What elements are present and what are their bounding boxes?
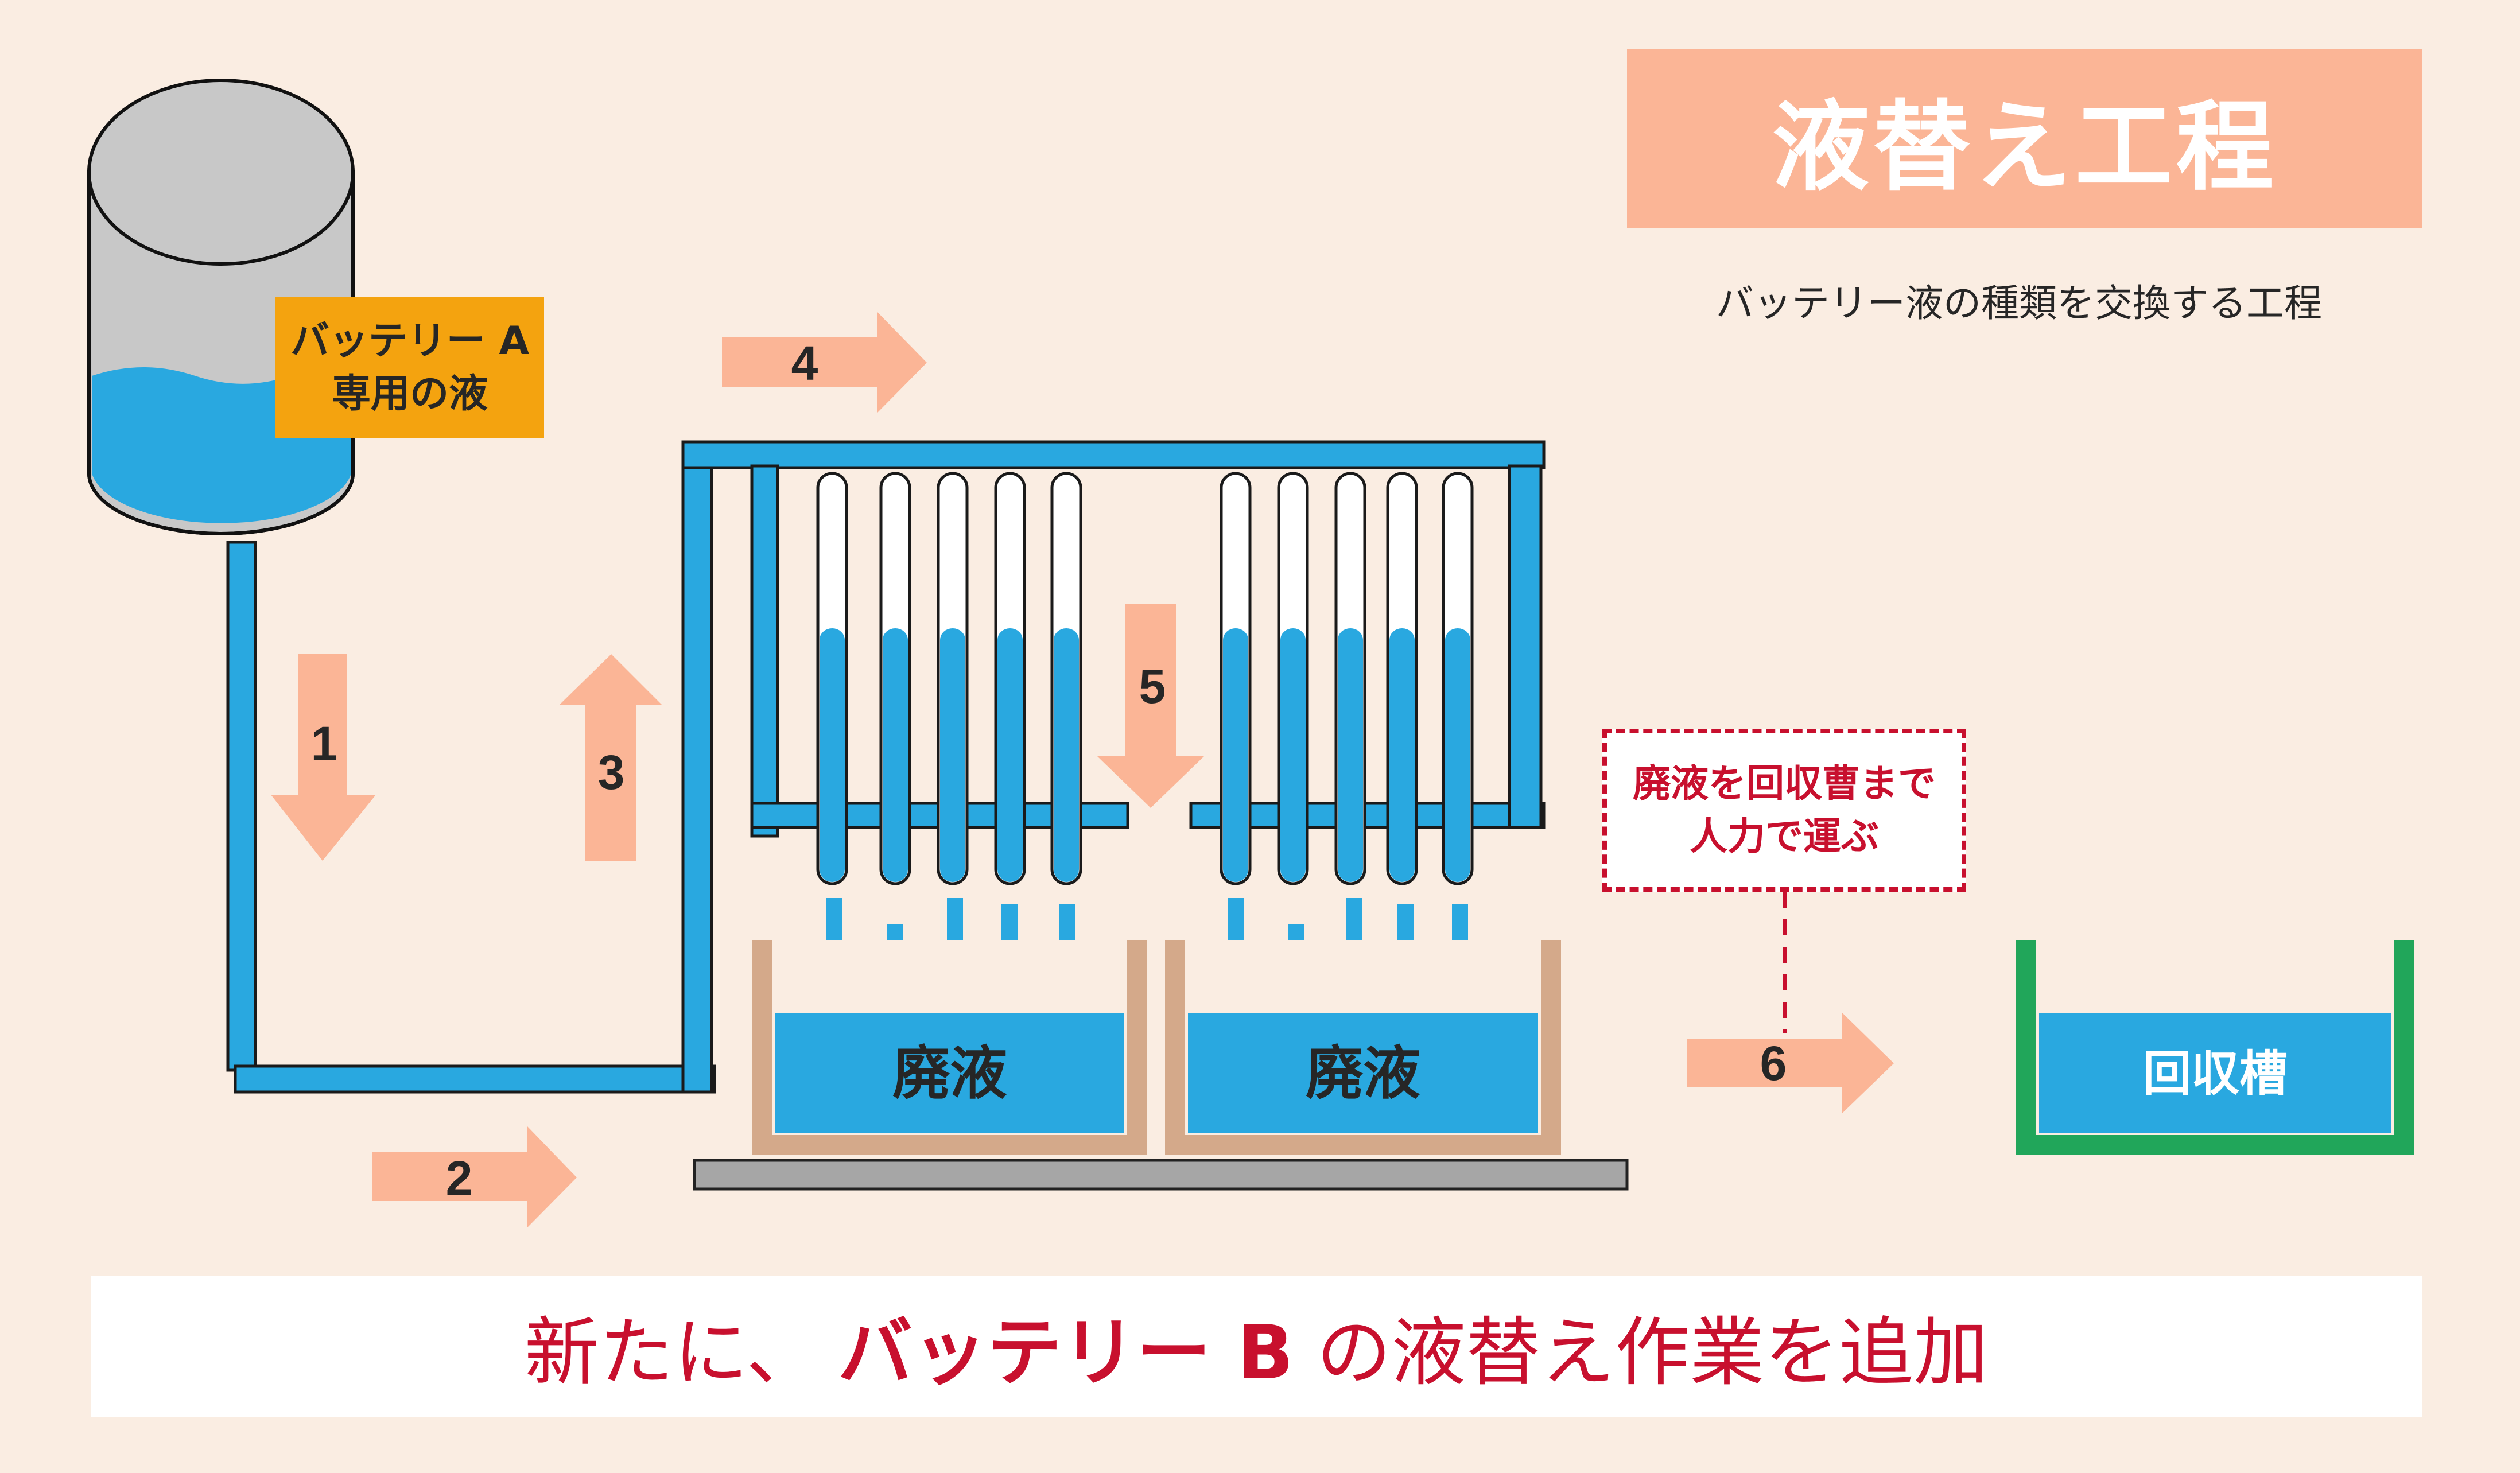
waste-tray-right (1165, 940, 1561, 1155)
note-line1: 廃液を回収曹まで (1633, 761, 1936, 806)
arrow-3 (560, 654, 662, 861)
base-platform (693, 1159, 1629, 1191)
arrow-4 (722, 312, 927, 413)
arrow-5 (1097, 604, 1204, 808)
step-3-label: 3 (598, 745, 625, 799)
tube-liquid (1223, 628, 1248, 882)
step-4-label: 4 (791, 336, 818, 390)
waste-label-right: 廃液 (1306, 1040, 1420, 1107)
step-1-label: 1 (311, 717, 338, 771)
drip (947, 898, 963, 945)
tank-label: バッテリー A 専用の液 (275, 297, 544, 438)
tube-liquid (1338, 628, 1363, 882)
drip (1346, 898, 1362, 945)
tube-liquid (820, 628, 845, 882)
recovery-tank (2016, 940, 2414, 1155)
tank-label-line2: 専用の液 (331, 371, 488, 417)
tube-liquid (1280, 628, 1306, 882)
arrow-2 (372, 1126, 577, 1228)
supply-tank (87, 79, 355, 535)
step-2-label: 2 (446, 1151, 473, 1205)
tube-liquid (997, 628, 1023, 882)
arrow-1 (271, 654, 376, 861)
supply-pipe (226, 440, 1546, 1094)
arrow-6 (1687, 1013, 1894, 1113)
tube-liquid (1445, 628, 1470, 882)
test-tubes (816, 472, 1474, 885)
bottom-suffix: の液替え作業を追加 (1317, 1309, 1989, 1396)
subtitle: バッテリー液の種類を交換する工程 (1716, 281, 2322, 325)
recovery-tank-label: 回収槽 (2143, 1046, 2288, 1102)
waste-label-left: 廃液 (892, 1040, 1007, 1107)
tube-liquid (883, 628, 908, 882)
tube-liquid (940, 628, 965, 882)
page-title: 液替え工程 (1772, 91, 2277, 204)
step-6-label: 6 (1760, 1036, 1787, 1090)
tank-label-line1: バッテリー A (290, 318, 530, 364)
note-line2: 人力で運ぶ (1690, 814, 1879, 858)
bottom-highlight: バッテリー B (837, 1309, 1294, 1396)
bottom-prefix: 新たに、 (524, 1309, 821, 1396)
manual-transport-note: 廃液を回収曹まで 人力で運ぶ (1602, 729, 1966, 892)
drip (826, 898, 842, 945)
tube-liquid (1389, 628, 1415, 882)
title-banner: 液替え工程 (1627, 49, 2422, 228)
tube-liquid (1054, 628, 1079, 882)
bottom-message: 新たに、 バッテリー B の液替え作業を追加 (91, 1276, 2422, 1417)
waste-tray-left (752, 940, 1147, 1155)
drip (1228, 898, 1244, 945)
step-5-label: 5 (1139, 659, 1166, 713)
